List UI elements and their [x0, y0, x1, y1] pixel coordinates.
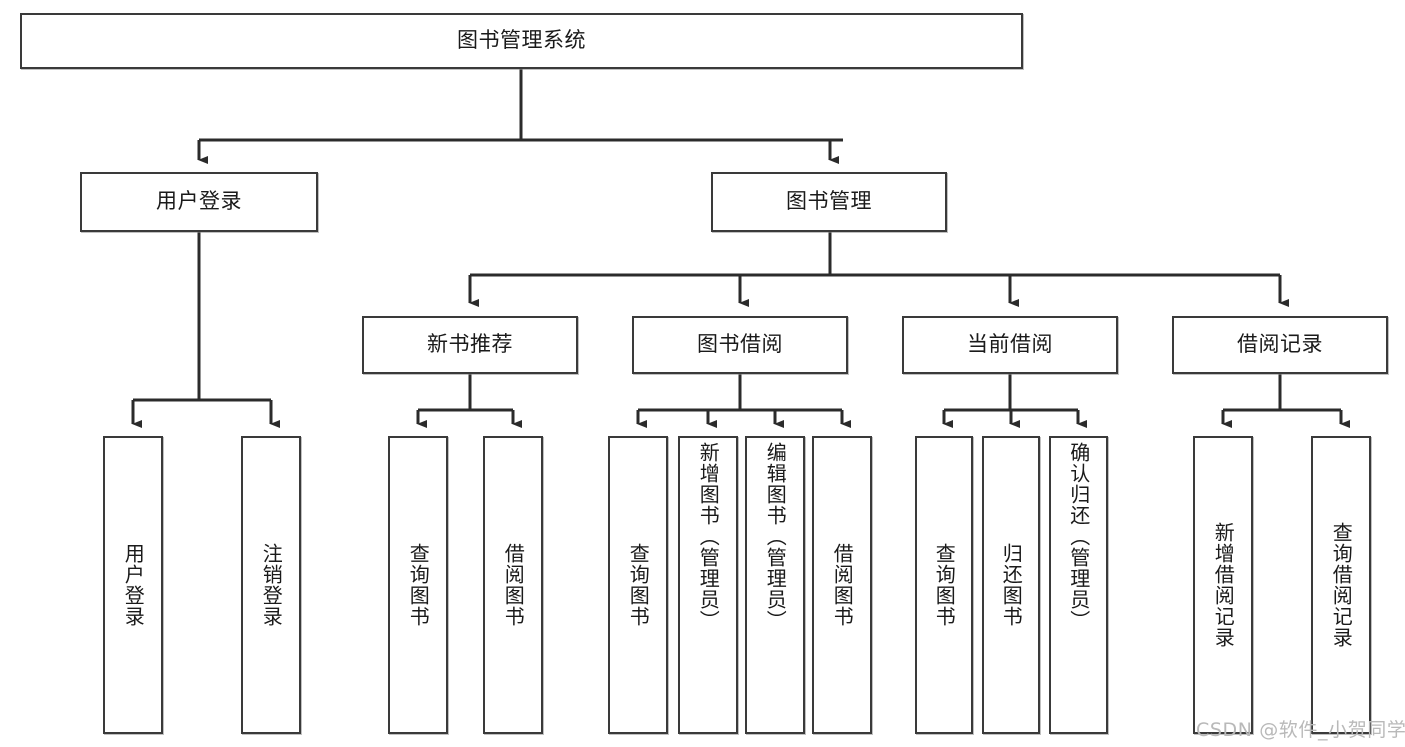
node-label: 编辑图书（管理员） [763, 442, 788, 631]
node-new-book-recommend[interactable]: 新书推荐 [362, 316, 578, 374]
node-leaf-query-book-borrow[interactable]: 查询图书 [608, 436, 668, 734]
node-user-login[interactable]: 用户登录 [80, 172, 318, 232]
node-leaf-borrow-book[interactable]: 借阅图书 [812, 436, 872, 734]
node-leaf-add-book-admin[interactable]: 新增图书（管理员） [678, 436, 738, 734]
node-leaf-query-book-recommend[interactable]: 查询图书 [388, 436, 448, 734]
node-root-system[interactable]: 图书管理系统 [20, 13, 1023, 69]
node-book-management[interactable]: 图书管理 [711, 172, 947, 232]
node-current-borrow[interactable]: 当前借阅 [902, 316, 1118, 374]
node-label: 用户登录 [121, 543, 146, 627]
node-book-borrow[interactable]: 图书借阅 [632, 316, 848, 374]
node-leaf-user-login[interactable]: 用户登录 [103, 436, 163, 734]
node-leaf-query-borrow-record[interactable]: 查询借阅记录 [1311, 436, 1371, 734]
node-label: 新增图书（管理员） [696, 442, 721, 631]
node-label: 查询借阅记录 [1329, 522, 1354, 648]
csdn-watermark: CSDN @软件_小贺同学 [1196, 719, 1405, 741]
node-label: 新书推荐 [427, 332, 513, 357]
node-label: 图书管理 [786, 189, 872, 214]
node-label: 新增借阅记录 [1211, 522, 1236, 648]
node-leaf-add-borrow-record[interactable]: 新增借阅记录 [1193, 436, 1253, 734]
node-label: 图书借阅 [697, 332, 783, 357]
node-label: 查询图书 [406, 543, 431, 627]
node-label: 借阅记录 [1237, 332, 1323, 357]
node-label: 当前借阅 [967, 332, 1053, 357]
node-leaf-edit-book-admin[interactable]: 编辑图书（管理员） [745, 436, 805, 734]
node-borrow-record[interactable]: 借阅记录 [1172, 316, 1388, 374]
node-label: 确认归还（管理员） [1066, 442, 1091, 631]
node-leaf-query-book-current[interactable]: 查询图书 [915, 436, 973, 734]
node-leaf-user-logout[interactable]: 注销登录 [241, 436, 301, 734]
node-label: 查询图书 [626, 543, 651, 627]
node-label: 借阅图书 [501, 543, 526, 627]
node-leaf-borrow-book-recommend[interactable]: 借阅图书 [483, 436, 543, 734]
node-leaf-return-book[interactable]: 归还图书 [982, 436, 1040, 734]
node-label: 图书管理系统 [457, 28, 586, 53]
node-label: 借阅图书 [830, 543, 855, 627]
node-label: 归还图书 [999, 543, 1024, 627]
node-label: 注销登录 [259, 543, 284, 627]
node-leaf-confirm-return-admin[interactable]: 确认归还（管理员） [1049, 436, 1108, 734]
node-label: 用户登录 [156, 189, 242, 214]
node-label: 查询图书 [932, 543, 957, 627]
